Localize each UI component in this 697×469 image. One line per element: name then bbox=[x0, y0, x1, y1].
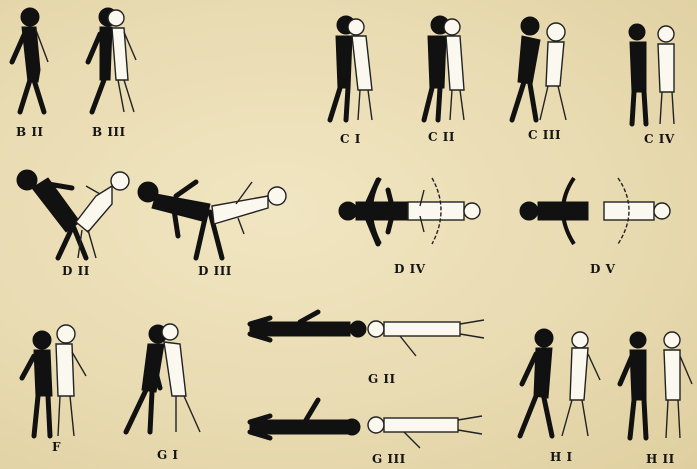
figure-g3 bbox=[250, 400, 482, 448]
caption-d3: D III bbox=[198, 264, 232, 278]
figure-c4 bbox=[629, 24, 674, 124]
figure-c1 bbox=[330, 16, 372, 120]
caption-h1: H I bbox=[550, 450, 573, 464]
caption-g3: G III bbox=[372, 452, 406, 466]
figure-g2 bbox=[250, 312, 484, 356]
caption-f: F bbox=[52, 440, 61, 454]
figure-h1 bbox=[520, 329, 600, 436]
caption-c3: C III bbox=[528, 128, 561, 142]
caption-c4: C IV bbox=[644, 132, 675, 146]
figure-h2 bbox=[620, 332, 692, 438]
caption-c1: C I bbox=[340, 132, 361, 146]
caption-d4: D IV bbox=[394, 262, 426, 276]
figure-d5 bbox=[520, 178, 670, 244]
caption-c2: C II bbox=[428, 130, 455, 144]
caption-h2: H II bbox=[646, 452, 675, 466]
caption-d5: D V bbox=[590, 262, 615, 276]
caption-g1: G I bbox=[157, 448, 179, 462]
figure-b2 bbox=[12, 8, 48, 112]
figure-f bbox=[22, 325, 86, 436]
caption-b3: B III bbox=[92, 125, 126, 139]
caption-g2: G II bbox=[368, 372, 396, 386]
figure-c3 bbox=[512, 17, 566, 120]
figure-g1 bbox=[126, 324, 200, 432]
figure-c2 bbox=[424, 16, 464, 120]
figure-d4 bbox=[339, 178, 480, 244]
figure-b3 bbox=[88, 8, 136, 112]
caption-d2: D II bbox=[62, 264, 90, 278]
figure-d2 bbox=[17, 170, 129, 258]
caption-b2: B II bbox=[16, 125, 44, 139]
figure-d3 bbox=[138, 182, 286, 258]
